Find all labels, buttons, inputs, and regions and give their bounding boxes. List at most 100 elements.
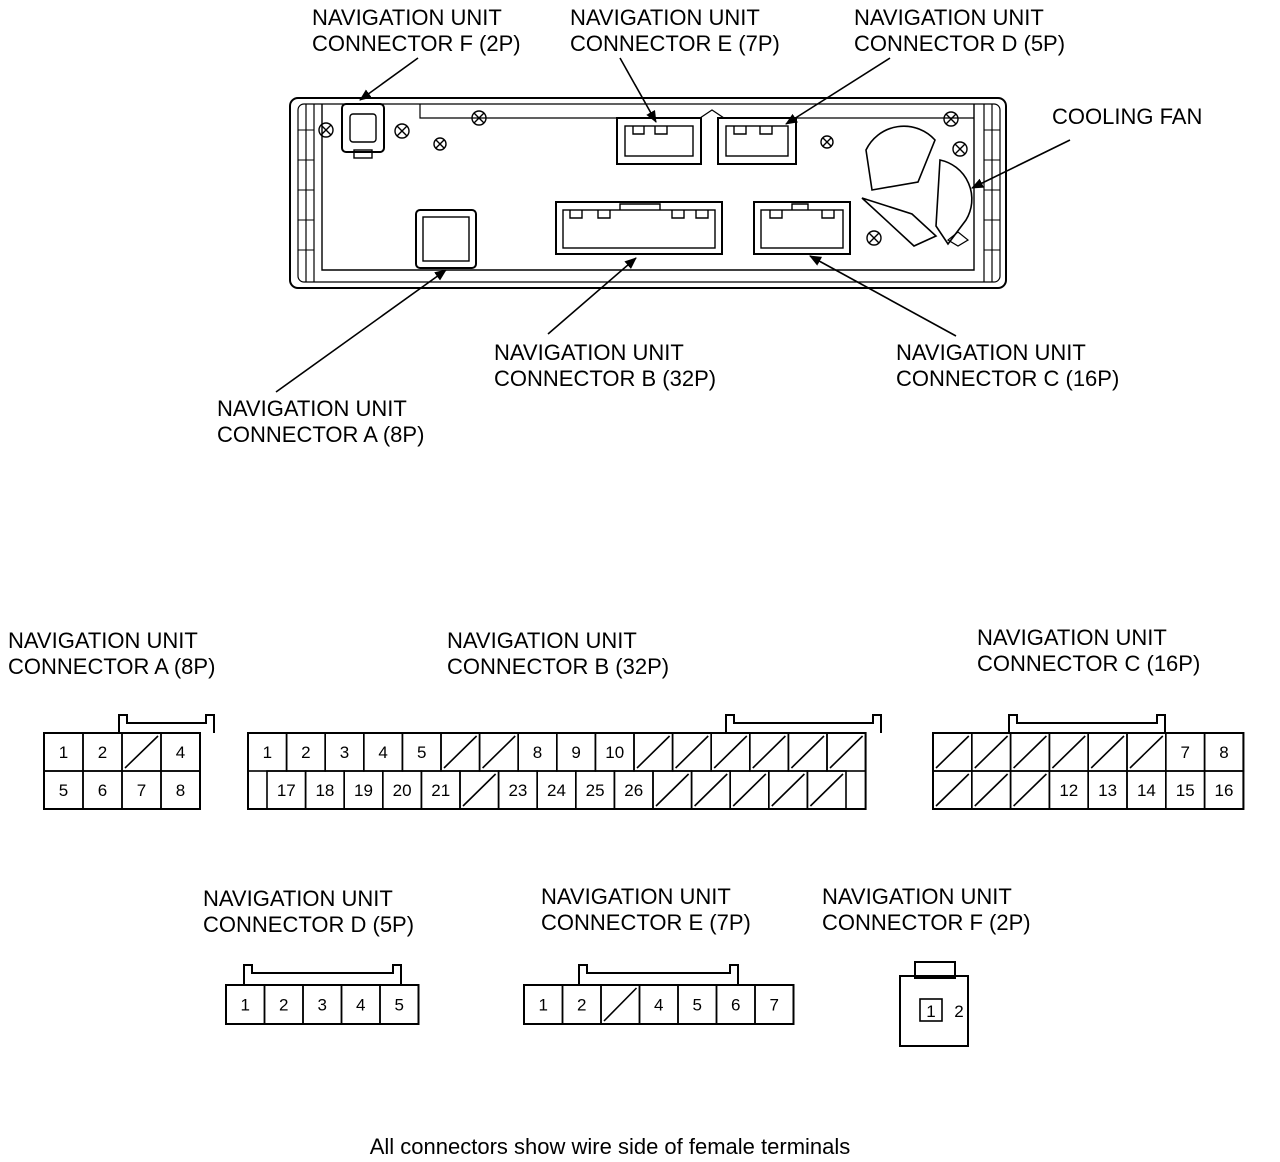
unit-inner-edge	[297, 103, 1001, 283]
leader-d	[785, 57, 891, 125]
leader-fan	[971, 139, 1071, 189]
connector-b-pin-top-2: 3	[340, 743, 349, 762]
connector-d-pin-1: 2	[279, 996, 288, 1015]
connector-a-pin-top-1: 2	[98, 743, 107, 762]
connector-b-pin-top-10-blank-slash	[636, 735, 671, 769]
connector-e-pin-2-blank-slash	[603, 987, 638, 1022]
connector-b-pin-top-12-blank-slash	[713, 735, 748, 769]
conn-a-title-2: CONNECTOR A (8P)	[8, 654, 215, 679]
connector-titles: NAVIGATION UNIT CONNECTOR A (8P) NAVIGAT…	[8, 625, 1200, 937]
connector-c-latch	[1008, 714, 1166, 733]
label-b-line2: CONNECTOR B (32P)	[494, 366, 716, 391]
conn-b-title-2: CONNECTOR B (32P)	[447, 654, 669, 679]
connector-b-pin-top-4: 5	[417, 743, 426, 762]
connector-c-pin-top-1-blank-slash	[974, 735, 1009, 769]
footer-note: All connectors show wire side of female …	[370, 1134, 851, 1159]
connector-a-pin-bottom-0: 5	[59, 781, 68, 800]
conn-c-title-2: CONNECTOR C (16P)	[977, 651, 1200, 676]
unit-connector-d	[717, 117, 797, 165]
connector-d-pin-4-cell	[379, 984, 420, 1025]
connector-b-pin-bottom-1: 18	[315, 781, 334, 800]
connector-f-pin-1-box	[919, 998, 943, 1022]
connector-b-pin-bottom-13-blank-slash	[771, 773, 805, 807]
connector-b-pin-bottom-2: 19	[354, 781, 373, 800]
connector-b-pin-top-6-blank-slash	[482, 735, 516, 769]
connector-c-pin-bottom-6: 15	[1176, 781, 1195, 800]
label-f-line1: NAVIGATION UNIT	[312, 5, 502, 30]
unit-connector-b	[555, 201, 723, 255]
navigation-unit-rear-view	[289, 97, 1007, 289]
connector-b-pin-top-14-blank-slash	[790, 735, 825, 769]
connector-b-pin-bottom-14-cell	[806, 770, 847, 810]
conn-e-title-2: CONNECTOR E (7P)	[541, 910, 751, 935]
connector-c-pin-bottom-4: 13	[1098, 781, 1117, 800]
connector-b-pin-bottom-14-blank-slash	[809, 773, 844, 807]
unit-connector-a	[415, 209, 477, 269]
connector-b-pin-bottom-6: 23	[508, 781, 527, 800]
connector-b-pin-bottom-7: 24	[547, 781, 566, 800]
connector-a-pin-top-3: 4	[176, 743, 185, 762]
unit-connector-e	[616, 117, 702, 165]
leader-f	[359, 57, 419, 101]
connector-b-pin-bottom-0: 17	[277, 781, 296, 800]
unit-housing	[289, 97, 1007, 289]
unit-connector-c	[753, 201, 851, 255]
leader-e	[619, 57, 657, 123]
connector-b-pin-top-13-blank-slash	[752, 735, 786, 769]
label-f-line2: CONNECTOR F (2P)	[312, 31, 521, 56]
connector-c-pin-top-5-blank-slash	[1129, 735, 1164, 769]
connector-c-pin-bottom-7-cell	[1203, 770, 1245, 810]
connector-c-pin-bottom-3: 12	[1059, 781, 1078, 800]
connector-a-pin-bottom-3: 8	[176, 781, 185, 800]
connector-d-pin-3: 4	[356, 996, 365, 1015]
connector-e-pin-6: 7	[770, 996, 779, 1015]
conn-d-title-1: NAVIGATION UNIT	[203, 886, 393, 911]
connector-e-pin-0: 1	[539, 996, 548, 1015]
label-b-line1: NAVIGATION UNIT	[494, 340, 684, 365]
connector-c-pin-top-7: 8	[1219, 743, 1228, 762]
connector-d-pin-0: 1	[241, 996, 250, 1015]
label-a-line2: CONNECTOR A (8P)	[217, 422, 424, 447]
conn-b-title-1: NAVIGATION UNIT	[447, 628, 637, 653]
connector-b-pin-bottom-8: 25	[586, 781, 605, 800]
connector-e-latch	[578, 964, 739, 985]
connector-c-pin-bottom-5: 14	[1137, 781, 1156, 800]
connector-f-face: 1 2	[899, 961, 969, 1047]
connector-b-pin-bottom-9: 26	[624, 781, 643, 800]
connector-b-pin-bottom-4: 21	[431, 781, 450, 800]
connector-b-pin-top-7: 8	[533, 743, 542, 762]
connector-f-pin-1: 1	[926, 1002, 935, 1021]
connector-b-pin-top-5-blank-slash	[443, 735, 478, 769]
connector-b-pin-bottom-5-blank-slash	[462, 773, 497, 807]
connector-b-pin-top-0: 1	[263, 743, 272, 762]
connector-b-pin-top-1: 2	[301, 743, 310, 762]
connector-c-pin-bottom-0-blank-slash	[935, 773, 970, 807]
connector-b-pin-top-15-blank-slash	[829, 735, 864, 769]
connector-e-pin-5: 6	[731, 996, 740, 1015]
leader-b	[547, 257, 637, 335]
connector-c-pin-top-0-blank-slash	[935, 735, 970, 769]
connector-f-latch	[914, 961, 956, 979]
connector-c-pin-top-6: 7	[1180, 743, 1189, 762]
label-cooling-fan: COOLING FAN	[1052, 104, 1202, 129]
connector-b-pin-bottom-12-blank-slash	[732, 773, 767, 807]
connector-c-pin-top-4-blank-slash	[1090, 735, 1125, 769]
connector-b-pin-top-8: 9	[571, 743, 580, 762]
connector-c-pin-bottom-7: 16	[1215, 781, 1234, 800]
connector-a-pin-top-2-blank-slash	[124, 735, 159, 769]
connector-d-latch	[243, 964, 402, 985]
connector-e-pin-6-cell	[754, 984, 795, 1025]
connector-a-latch	[118, 714, 215, 733]
connector-b-pin-bottom-11-blank-slash	[694, 773, 728, 807]
screw-bosses	[318, 110, 968, 246]
leader-c	[809, 255, 957, 337]
label-d-line2: CONNECTOR D (5P)	[854, 31, 1065, 56]
connector-d-pin-4: 5	[395, 996, 404, 1015]
label-c-line1: NAVIGATION UNIT	[896, 340, 1086, 365]
connector-b-pin-bottom-10-blank-slash	[655, 773, 690, 807]
connector-c-pin-top-2-blank-slash	[1013, 735, 1047, 769]
